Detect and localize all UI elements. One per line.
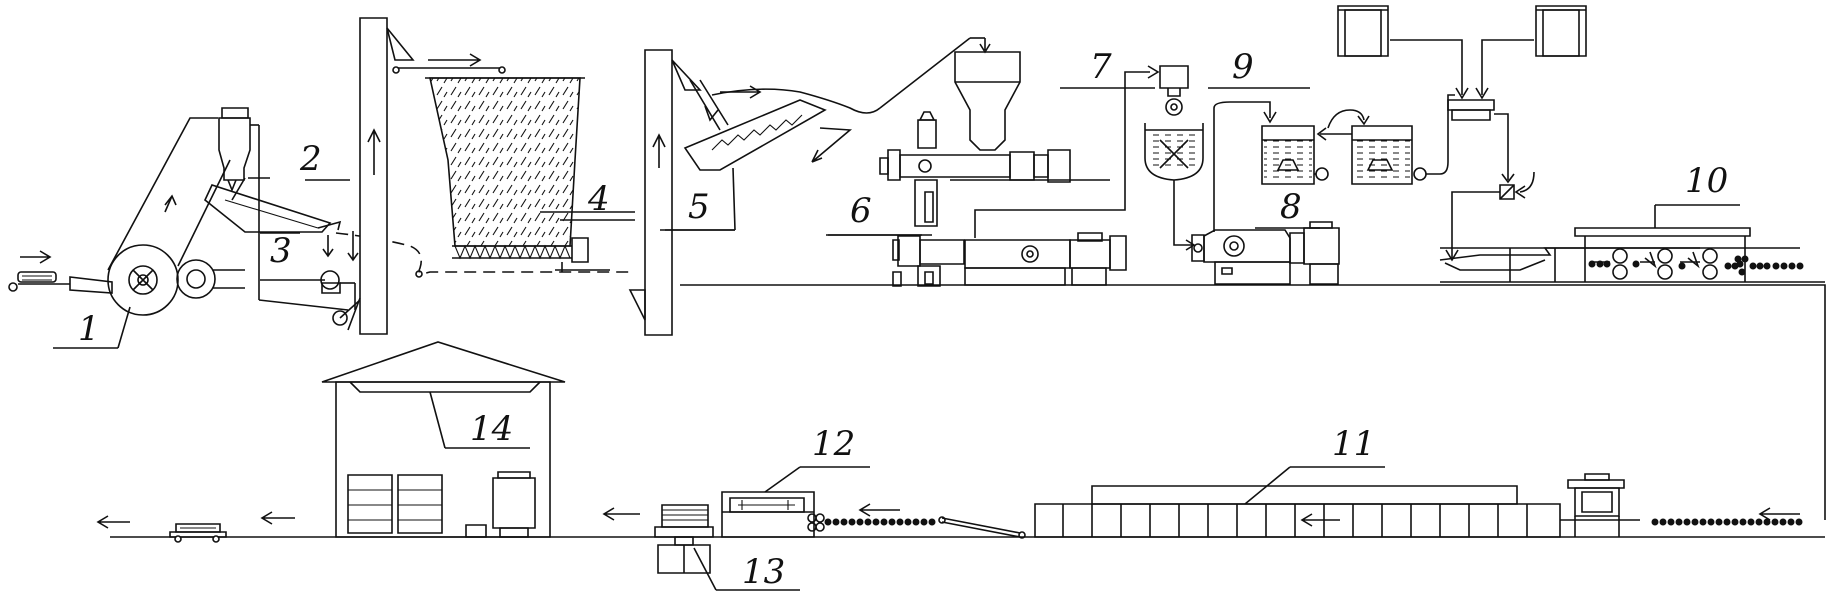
product-blocks [1651, 518, 1803, 526]
unit-5-screw-conveyor [685, 38, 990, 230]
reagent-bins [1338, 6, 1586, 260]
unit-12-packing-machine [722, 467, 870, 537]
label-8: 8 [1280, 187, 1302, 227]
up-arrow-icon [653, 135, 665, 168]
left-arrow-icon [604, 508, 640, 520]
left-arrow-icon [860, 504, 900, 516]
kiln-sections [1063, 504, 1527, 537]
leader-lines [53, 178, 922, 348]
unit-10-forming-table [1440, 205, 1825, 282]
left-arrow-icon [1760, 508, 1800, 520]
transfer-conveyor [824, 504, 1026, 538]
label-4: 4 [587, 179, 610, 219]
left-arrow-icon [262, 512, 295, 524]
unit-13-stacker [655, 505, 800, 590]
label-11: 11 [1332, 424, 1375, 464]
unit-4-bunker [425, 78, 635, 272]
bucket-elevator-1 [340, 18, 505, 334]
part-labels: 1 2 3 4 5 6 7 8 9 10 11 12 13 14 [78, 47, 1728, 592]
unit-2-screen [205, 180, 358, 325]
product-blocks [824, 518, 936, 526]
label-10: 10 [1685, 161, 1728, 201]
label-5: 5 [688, 187, 710, 227]
label-14: 14 [470, 409, 513, 449]
bucket-elevator-2 [630, 50, 735, 335]
label-2: 2 [299, 139, 322, 179]
unit-9-tanks [1208, 88, 1455, 184]
label-12: 12 [812, 424, 855, 464]
unit-14-warehouse [322, 342, 565, 537]
left-arrow-icon [1302, 514, 1340, 526]
left-arrow-icon [98, 516, 130, 528]
label-3: 3 [270, 231, 292, 271]
unit-1-receiving-drum [9, 108, 259, 315]
up-arrow-icon [368, 130, 380, 175]
label-13: 13 [742, 552, 785, 592]
input-arrow-icon [20, 251, 50, 263]
pallet-station [1560, 474, 1803, 537]
unit-6-extruder [828, 52, 1158, 286]
product-blocks [1588, 255, 1804, 276]
unit-7-mixer [1060, 66, 1203, 250]
label-7: 7 [1090, 47, 1112, 87]
flow-arrow-icon [428, 54, 480, 66]
unit-11-drying-kiln [1035, 467, 1560, 537]
flow-arrow-icon [720, 86, 760, 98]
label-9: 9 [1232, 47, 1254, 87]
output-pallet [98, 512, 295, 542]
label-1: 1 [78, 309, 100, 349]
unit-8-extruder [1192, 102, 1339, 284]
label-6: 6 [850, 191, 872, 231]
